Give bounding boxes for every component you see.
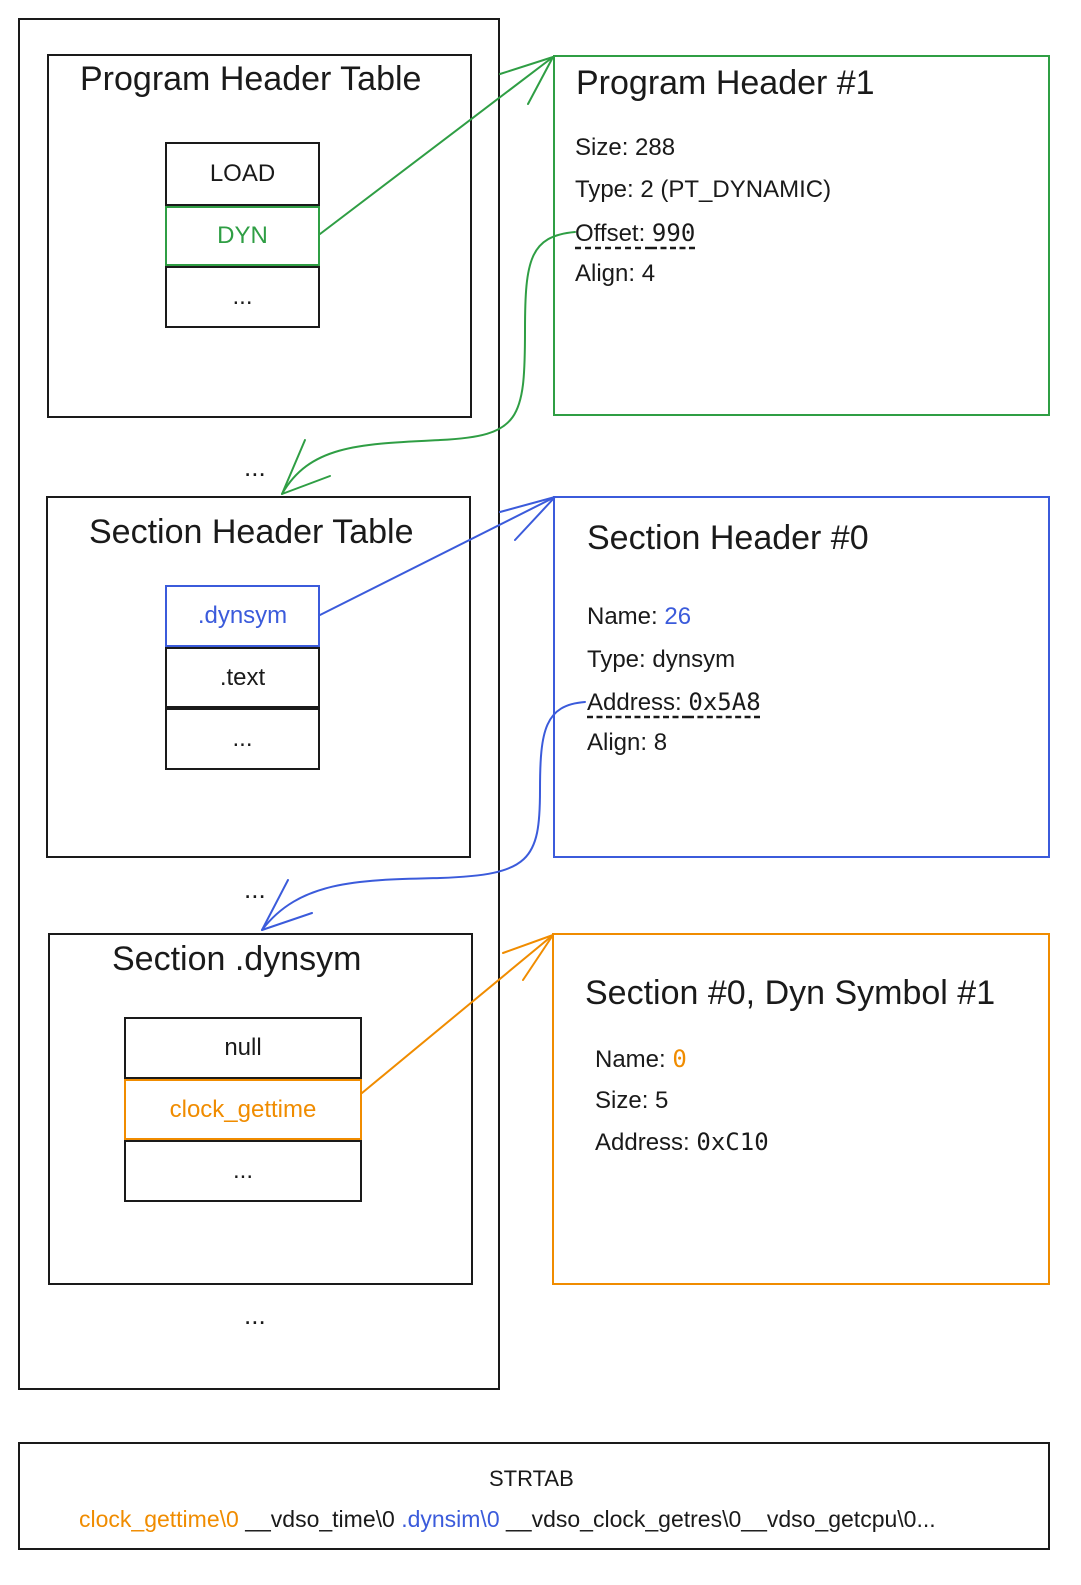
sh0-name-label: Name: [587, 603, 665, 630]
ph1-align: Align: 4 [575, 260, 655, 288]
section-header-table-title: Section Header Table [89, 513, 414, 551]
ellipsis-gap-1: ... [244, 452, 266, 482]
dynsym-row-more: ... [124, 1140, 362, 1202]
sh0-type-label: Type: [587, 646, 653, 673]
dynsym-row-null: null [124, 1017, 362, 1079]
pht-row-load: LOAD [165, 142, 320, 206]
strtab-clock-gettime: clock_gettime\0 [79, 1506, 239, 1532]
sh0-name-value: 26 [664, 603, 692, 630]
ds1-size-value: 5 [655, 1087, 669, 1114]
strtab-title: STRTAB [489, 1466, 574, 1491]
ds1-size-label: Size: [595, 1087, 656, 1114]
ph1-size-value: 288 [635, 134, 676, 161]
strtab-box [18, 1442, 1050, 1550]
ph1-type-label: Type: [575, 176, 641, 203]
sht-row-text: .text [165, 647, 320, 708]
sh0-align-label: Align: [587, 729, 654, 756]
ph1-size: Size: 288 [575, 134, 675, 162]
ds1-name-label: Name: [595, 1046, 673, 1073]
sh0-name: Name: 26 [587, 603, 691, 631]
section-header-0-title: Section Header #0 [587, 519, 869, 557]
strtab-contents: clock_gettime\0 __vdso_time\0 .dynsim\0 … [79, 1506, 936, 1533]
section-header-0-detail [553, 496, 1050, 858]
pht-row-dyn: DYN [165, 206, 320, 266]
sht-row-dynsym: .dynsym [165, 585, 320, 647]
ph1-offset: Offset: 990 [575, 219, 695, 248]
arrow-dyn-head [499, 56, 554, 105]
ds1-address-value: 0xC10 [696, 1128, 769, 1156]
section-header-table [46, 496, 471, 858]
sh0-address-value: 0x5A8 [688, 688, 761, 716]
sh0-type-value: dynsym [652, 646, 736, 673]
section-dynsym [48, 933, 473, 1285]
strtab-dynsim: .dynsim\0 [401, 1506, 500, 1532]
dyn-symbol-1-detail [552, 933, 1050, 1285]
program-header-table-title: Program Header Table [80, 60, 422, 98]
arrow-dynsym-head [499, 496, 556, 541]
ph1-size-label: Size: [575, 134, 636, 161]
ds1-address: Address: 0xC10 [595, 1128, 769, 1157]
sh0-address: Address: 0x5A8 [587, 688, 761, 717]
ph1-type: Type: 2 (PT_DYNAMIC) [575, 176, 831, 204]
pht-row-more: ... [165, 266, 320, 328]
ds1-name: Name: 0 [595, 1045, 687, 1074]
ph1-offset-value: 990 [651, 219, 696, 247]
ellipsis-gap-2: ... [244, 874, 266, 904]
sh0-type: Type: dynsym [587, 646, 735, 674]
ellipsis-gap-3: ... [244, 1300, 266, 1330]
sh0-align: Align: 8 [587, 729, 667, 757]
ds1-address-label: Address: [595, 1129, 697, 1156]
ds1-name-value: 0 [672, 1045, 687, 1073]
ph1-align-value: 4 [641, 260, 656, 287]
ds1-size: Size: 5 [595, 1087, 668, 1115]
dynsym-row-clock-gettime: clock_gettime [124, 1079, 362, 1140]
program-header-1-title: Program Header #1 [576, 64, 875, 102]
strtab-rest: __vdso_clock_getres\0__vdso_getcpu\0... [499, 1506, 936, 1532]
dyn-symbol-1-title: Section #0, Dyn Symbol #1 [585, 974, 996, 1012]
ph1-align-label: Align: [575, 260, 642, 287]
ph1-offset-label: Offset: [575, 220, 652, 247]
sh0-align-value: 8 [653, 729, 668, 756]
sht-row-more: ... [165, 708, 320, 770]
sh0-address-label: Address: [587, 689, 689, 716]
ph1-type-value: 2 (PT_DYNAMIC) [640, 176, 832, 203]
arrow-clock-gettime-head [502, 934, 554, 981]
section-dynsym-title: Section .dynsym [112, 940, 362, 978]
strtab-vdso-time: __vdso_time\0 [238, 1506, 402, 1532]
